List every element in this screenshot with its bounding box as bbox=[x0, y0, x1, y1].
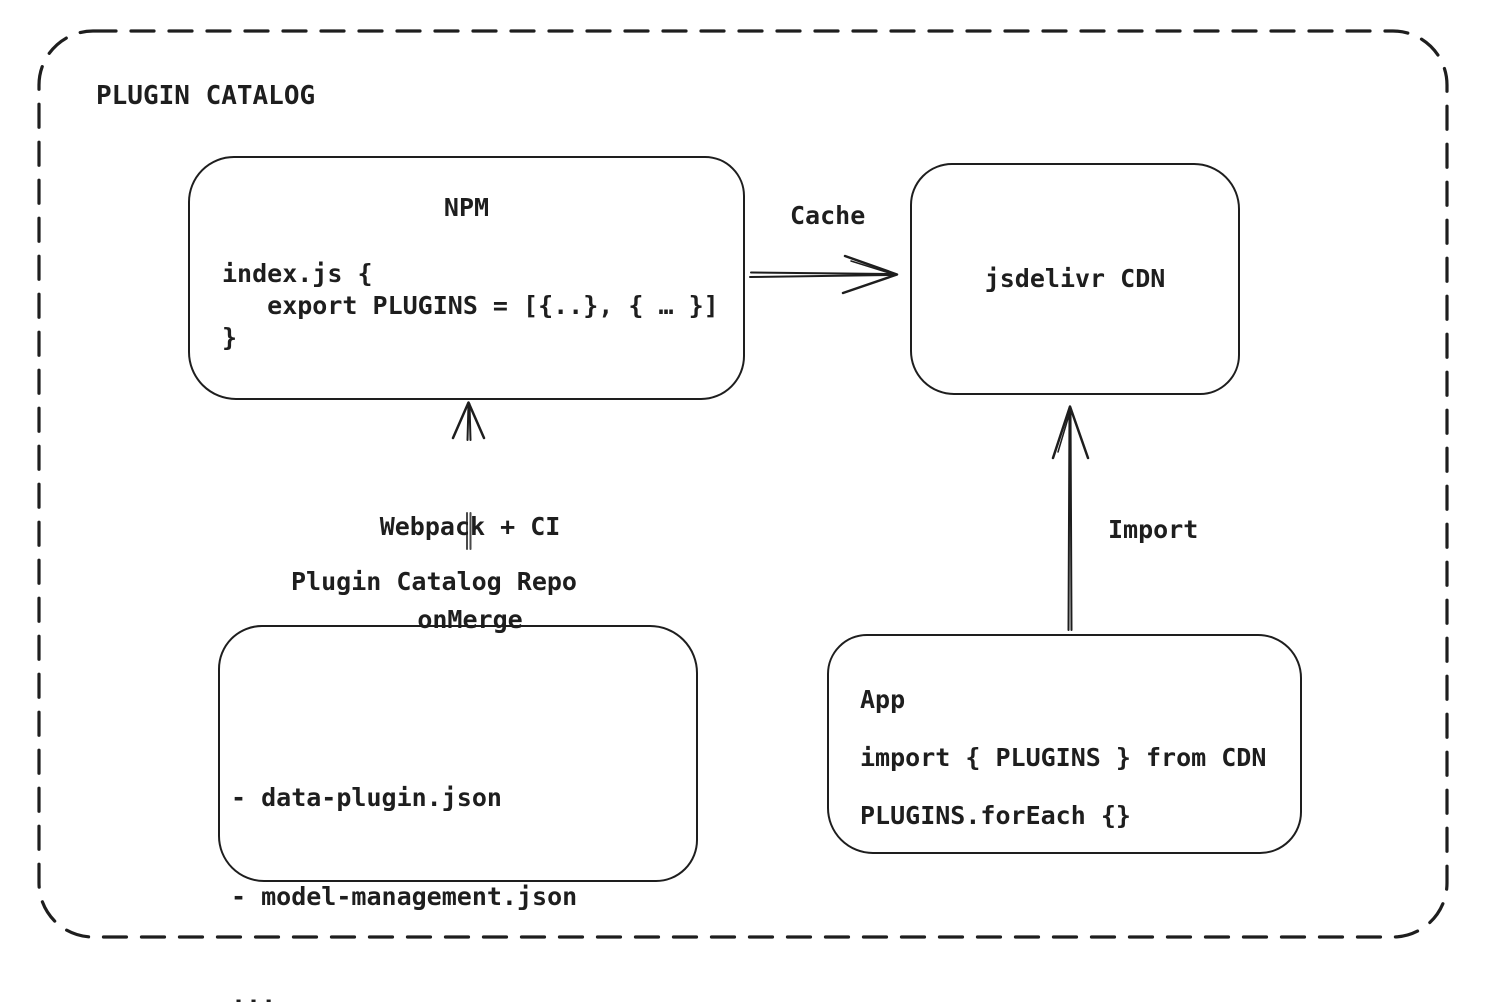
repo-file-item: - data-plugin.json bbox=[231, 783, 502, 812]
import-arrow bbox=[1051, 405, 1090, 631]
jsdelivr-cdn-node: jsdelivr CDN bbox=[910, 163, 1240, 395]
app-node-title: App bbox=[860, 685, 906, 714]
repo-file-item: ... bbox=[231, 981, 277, 1002]
repo-file-item: - model-management.json bbox=[231, 882, 578, 911]
diagram-title: PLUGIN CATALOG bbox=[96, 81, 316, 111]
build-edge-label-line2: onMerge bbox=[417, 605, 523, 634]
app-import-code-line: import { PLUGINS } from CDN bbox=[860, 743, 1267, 772]
cache-arrow bbox=[749, 254, 899, 295]
npm-node-title: NPM bbox=[443, 193, 490, 222]
plugin-catalog-repo-label: Plugin Catalog Repo bbox=[291, 567, 577, 596]
build-arrow bbox=[451, 401, 486, 441]
app-foreach-code-line: PLUGINS.forEach {} bbox=[860, 801, 1131, 830]
import-edge-label: Import bbox=[1108, 515, 1199, 544]
npm-node: NPM index.js { export PLUGINS = [{..}, {… bbox=[188, 156, 745, 400]
repo-file-list: - data-plugin.json - model-management.js… bbox=[231, 715, 577, 1002]
app-node: App import { PLUGINS } from CDN PLUGINS.… bbox=[827, 634, 1302, 854]
npm-code-snippet: index.js { export PLUGINS = [{..}, { … }… bbox=[222, 259, 719, 352]
build-edge-label-line1: Webpack + CI bbox=[379, 512, 561, 541]
cache-edge-label: Cache bbox=[790, 201, 866, 230]
jsdelivr-cdn-label: jsdelivr CDN bbox=[984, 264, 1166, 293]
